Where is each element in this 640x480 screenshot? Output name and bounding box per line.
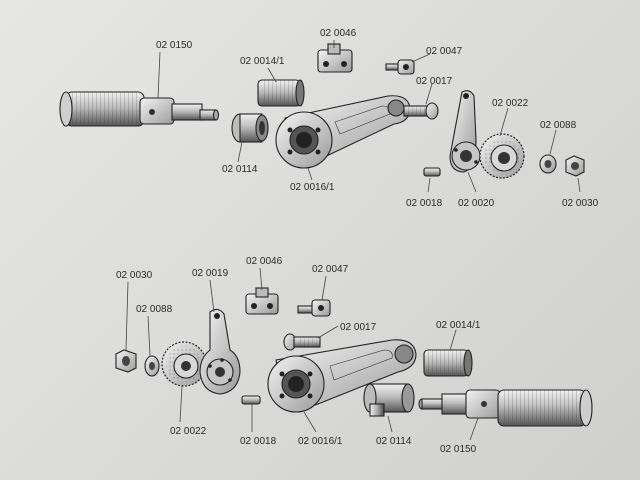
bottom-spacer-label: 02 0114 xyxy=(376,436,412,447)
bottom-sleeve xyxy=(423,349,473,377)
bottom-washer xyxy=(144,355,160,377)
bottom-bracket-label: 02 0019 xyxy=(192,268,229,279)
top-assembly: 02 0150 02 0014/1 02 0046 02 0047 02 001… xyxy=(59,28,599,209)
top-nut xyxy=(565,155,585,177)
top-clevis xyxy=(317,43,353,73)
top-bolt-label: 02 0017 xyxy=(416,76,453,87)
top-bracket xyxy=(449,90,481,173)
bottom-bolt-label: 02 0017 xyxy=(340,322,377,333)
top-clevis-label: 02 0046 xyxy=(320,28,357,39)
bottom-washer-label: 02 0088 xyxy=(136,304,173,315)
top-bracket-label: 02 0020 xyxy=(458,198,495,209)
bottom-clevis xyxy=(245,287,279,315)
bottom-grip xyxy=(418,389,593,427)
top-spacer-label: 02 0114 xyxy=(222,164,258,175)
top-rod-end-label: 02 0047 xyxy=(426,46,463,57)
top-pin xyxy=(423,167,441,177)
top-gear xyxy=(479,133,525,179)
top-spacer xyxy=(231,113,269,143)
bottom-arm xyxy=(267,339,417,413)
top-sleeve xyxy=(257,79,305,107)
top-washer-label: 02 0088 xyxy=(540,120,577,131)
top-grip-label: 02 0150 xyxy=(156,40,193,51)
top-arm-label: 02 0016/1 xyxy=(290,182,335,193)
bottom-grip-label: 02 0150 xyxy=(440,444,477,455)
top-nut-label: 02 0030 xyxy=(562,198,599,209)
bottom-assembly: 02 0030 02 0088 02 0019 02 0046 02 0047 … xyxy=(115,256,593,455)
top-arm xyxy=(275,95,411,169)
bottom-rod-end-label: 02 0047 xyxy=(312,264,349,275)
bottom-arm-label: 02 0016/1 xyxy=(298,436,343,447)
bottom-pin xyxy=(241,395,261,405)
bottom-gear-label: 02 0022 xyxy=(170,426,207,437)
bottom-nut xyxy=(115,349,137,373)
bottom-gear xyxy=(161,341,207,387)
top-rod-end xyxy=(385,59,415,75)
top-washer xyxy=(539,154,557,174)
bottom-spacer xyxy=(363,383,415,417)
bottom-nut-label: 02 0030 xyxy=(116,270,153,281)
top-bolt xyxy=(403,102,439,120)
top-sleeve-label: 02 0014/1 xyxy=(240,56,285,67)
bottom-rod-end xyxy=(297,299,331,317)
top-grip xyxy=(59,91,220,127)
top-pin-label: 02 0018 xyxy=(406,198,443,209)
top-gear-label: 02 0022 xyxy=(492,98,529,109)
bottom-clevis-label: 02 0046 xyxy=(246,256,283,267)
bottom-bolt xyxy=(283,333,321,351)
bottom-bracket xyxy=(199,308,241,395)
bottom-sleeve-label: 02 0014/1 xyxy=(436,320,481,331)
bottom-pin-label: 02 0018 xyxy=(240,436,277,447)
